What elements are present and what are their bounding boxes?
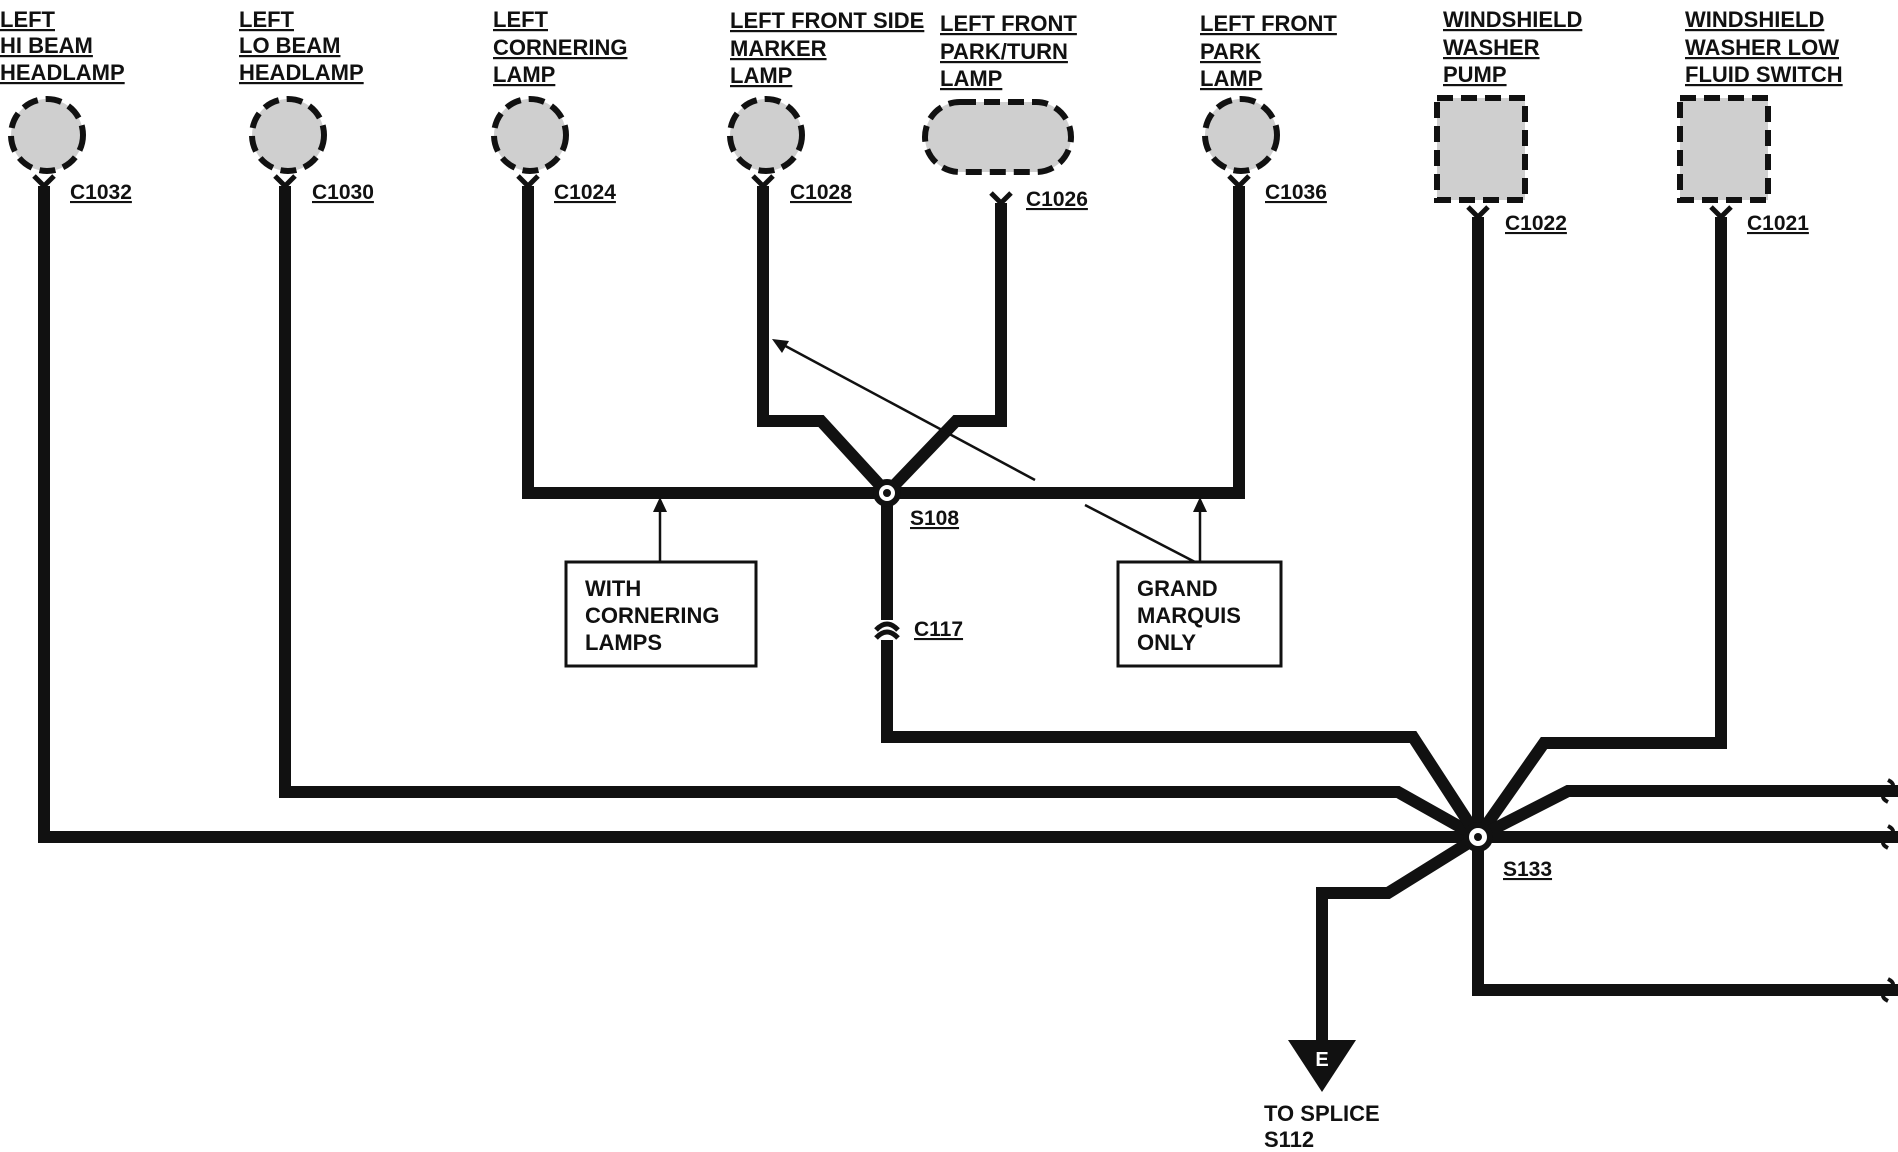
svg-text:PARK/TURN: PARK/TURN [940,39,1068,64]
wires [38,186,1898,1045]
connector-c1028: C1028 [790,181,852,204]
note-with-cornering-lamps: WITH CORNERING LAMPS [564,560,758,668]
label-park: LEFT FRONT PARK LAMP [1200,11,1337,91]
connector-c1030: C1030 [312,181,374,204]
connector-c1022: C1022 [1505,212,1567,235]
svg-text:CORNERING: CORNERING [493,35,627,60]
connector-c1026: C1026 [1026,188,1088,211]
svg-text:LEFT FRONT: LEFT FRONT [940,11,1077,36]
wire-break-marks [1881,778,1895,1003]
connector-c1032: C1032 [70,181,132,204]
svg-text:HI BEAM: HI BEAM [0,33,93,58]
c117-inline-connector-icon [874,620,900,640]
svg-text:WINDSHIELD: WINDSHIELD [1685,7,1824,32]
washer-switch-icon [1677,95,1771,203]
hi-beam-headlamp-icon [8,96,86,174]
to-splice-id: S112 [1264,1127,1314,1152]
park-turn-lamp-icon [922,99,1074,175]
connector-c1021: C1021 [1747,212,1809,235]
cornering-lamp-icon [491,96,569,174]
svg-text:LEFT: LEFT [239,7,295,32]
svg-text:LEFT: LEFT [0,7,56,32]
svg-text:LAMP: LAMP [940,66,1002,91]
label-washer-pump: WINDSHIELD WASHER PUMP [1443,7,1582,87]
svg-text:HEADLAMP: HEADLAMP [0,60,125,85]
svg-text:PUMP: PUMP [1443,62,1507,87]
svg-text:PARK: PARK [1200,39,1261,64]
svg-text:WASHER LOW: WASHER LOW [1685,35,1839,60]
connector-c1036: C1036 [1265,181,1327,204]
svg-text:LEFT FRONT SIDE: LEFT FRONT SIDE [730,8,924,33]
svg-text:MARKER: MARKER [730,36,827,61]
park-lamp-icon [1202,96,1280,174]
to-splice-label: TO SPLICE [1264,1101,1380,1126]
svg-text:LAMP: LAMP [730,63,792,88]
svg-text:LAMP: LAMP [1200,66,1262,91]
label-washer-switch: WINDSHIELD WASHER LOW FLUID SWITCH [1685,7,1843,87]
svg-text:LAMPS: LAMPS [585,630,662,655]
splice-s108-label: S108 [910,507,959,530]
label-park-turn: LEFT FRONT PARK/TURN LAMP [940,11,1077,91]
note-grand-marquis-only: GRAND MARQUIS ONLY [1116,560,1283,668]
svg-text:GRAND: GRAND [1137,576,1218,601]
svg-text:HEADLAMP: HEADLAMP [239,60,364,85]
svg-text:MARQUIS: MARQUIS [1137,603,1241,628]
svg-text:WITH: WITH [585,576,641,601]
svg-text:LAMP: LAMP [493,62,555,87]
label-side-marker: LEFT FRONT SIDE MARKER LAMP [730,8,924,88]
svg-text:WINDSHIELD: WINDSHIELD [1443,7,1582,32]
label-cornering: LEFT CORNERING LAMP [493,7,627,87]
svg-text:LEFT: LEFT [493,7,549,32]
label-hi-beam: LEFT HI BEAM HEADLAMP [0,7,125,85]
washer-pump-icon [1434,95,1528,203]
pointer-lines [653,339,1207,564]
svg-text:LO BEAM: LO BEAM [239,33,340,58]
svg-text:LEFT FRONT: LEFT FRONT [1200,11,1337,36]
splice-s133-dot [1474,833,1482,841]
svg-text:E: E [1315,1049,1328,1071]
svg-text:ONLY: ONLY [1137,630,1196,655]
svg-text:CORNERING: CORNERING [585,603,719,628]
splice-s108-dot [883,489,891,497]
label-lo-beam: LEFT LO BEAM HEADLAMP [239,7,364,85]
svg-text:WASHER: WASHER [1443,35,1540,60]
lo-beam-headlamp-icon [249,96,327,174]
side-marker-lamp-icon [727,96,805,174]
connector-c117: C117 [914,618,963,641]
svg-text:FLUID SWITCH: FLUID SWITCH [1685,62,1843,87]
splice-e-arrow-icon: E [1288,1040,1356,1092]
splice-s133-label: S133 [1503,858,1552,881]
connector-c1024: C1024 [554,181,616,204]
